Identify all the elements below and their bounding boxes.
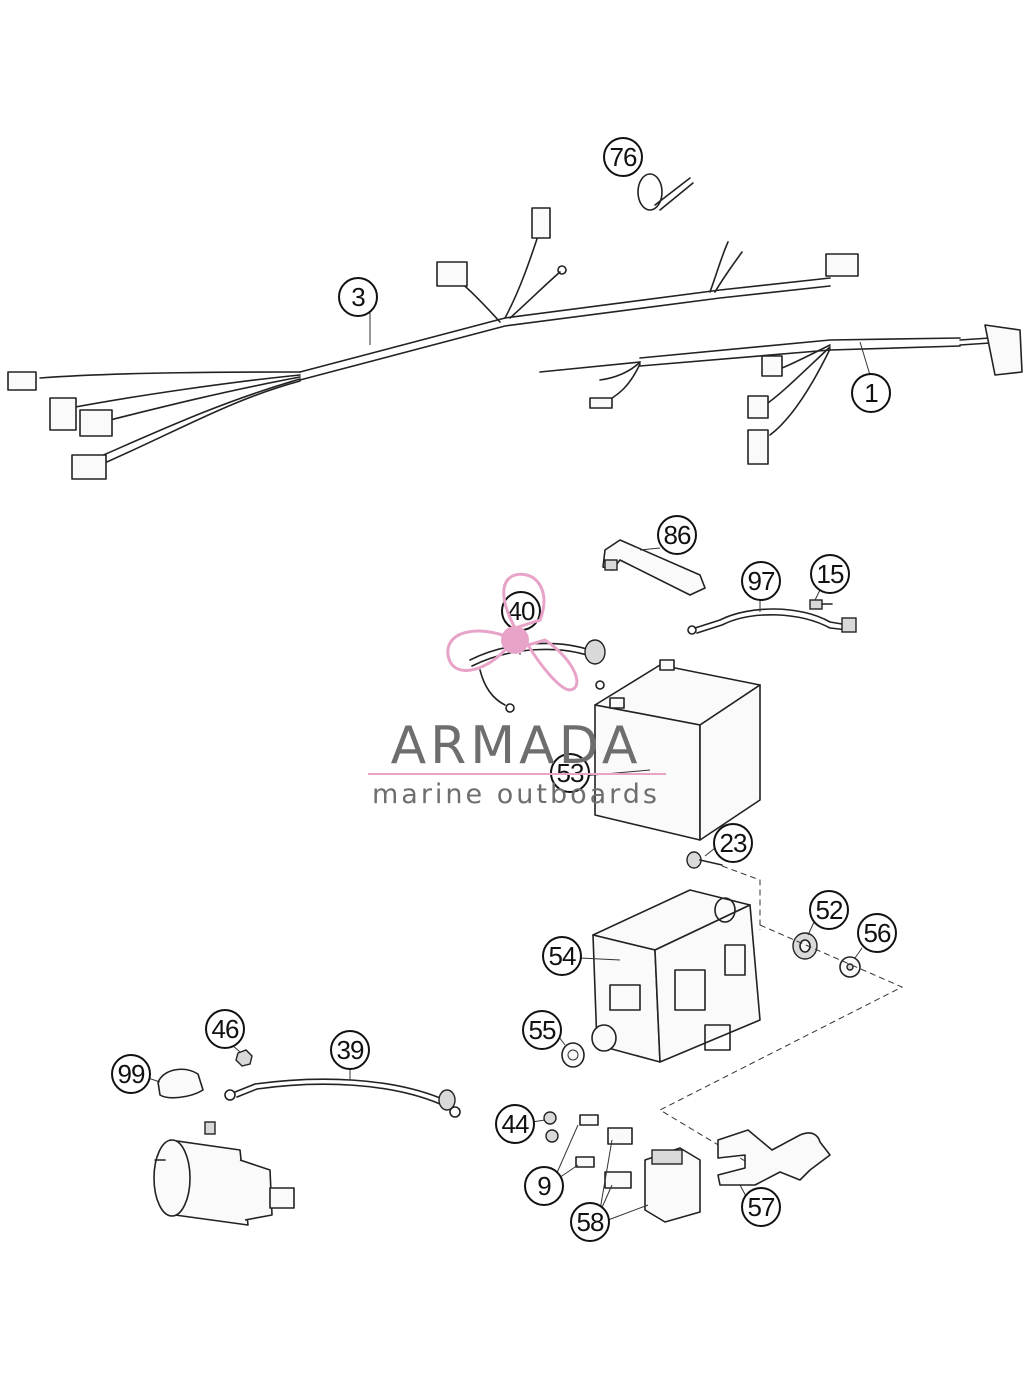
callout-52: 52 (809, 890, 849, 930)
callout-76: 76 (603, 137, 643, 177)
callout-99: 99 (111, 1054, 151, 1094)
callout-56: 56 (857, 913, 897, 953)
callout-44: 44 (495, 1104, 535, 1144)
hex-nut-part (235, 1049, 253, 1067)
fuse-part (575, 1114, 599, 1168)
cable-tie-part (637, 173, 694, 211)
battery-hold-down-bracket-part (602, 539, 706, 596)
rubber-cap-part (157, 1068, 204, 1099)
callout-label: 15 (817, 559, 844, 589)
starter-motor-part (153, 1121, 295, 1226)
callout-3: 3 (338, 277, 378, 317)
callout-label: 58 (577, 1207, 604, 1237)
battery-box-screw-part (686, 851, 761, 930)
callout-86: 86 (657, 515, 697, 555)
battery-part (594, 659, 761, 841)
callout-97: 97 (741, 561, 781, 601)
callout-label: 3 (351, 282, 365, 312)
secondary-wiring-harness-part (539, 324, 1023, 465)
callout-label: 44 (502, 1109, 529, 1139)
main-wiring-harness-part (7, 207, 859, 480)
positive-battery-cable-part (469, 639, 606, 713)
callout-label: 99 (118, 1059, 145, 1089)
spacer-bushing-part (561, 1042, 585, 1068)
callout-55: 55 (522, 1010, 562, 1050)
callout-label: 57 (748, 1192, 775, 1222)
callout-label: 1 (864, 378, 878, 408)
callout-46: 46 (205, 1009, 245, 1049)
brand-tagline: marine outboards (372, 779, 660, 810)
starter-relay-part (604, 1127, 701, 1223)
callout-23: 23 (713, 823, 753, 863)
brand-name: ARMADA (391, 716, 642, 776)
battery-ground-cable-part (687, 608, 857, 635)
callout-label: 46 (212, 1014, 239, 1044)
relay-mounting-bracket-part (717, 1129, 831, 1186)
callout-1: 1 (851, 373, 891, 413)
callout-label: 52 (816, 895, 843, 925)
callout-label: 23 (720, 828, 747, 858)
callout-label: 55 (529, 1015, 556, 1045)
callout-label: 76 (610, 142, 637, 172)
starter-cable-part (224, 1078, 461, 1118)
propeller-logo-icon (446, 572, 579, 692)
callout-label: 56 (864, 918, 891, 948)
callout-9: 9 (524, 1166, 564, 1206)
callout-label: 39 (337, 1035, 364, 1065)
callout-58: 58 (570, 1202, 610, 1242)
callout-label: 86 (664, 520, 691, 550)
callout-label: 97 (748, 566, 775, 596)
callout-15: 15 (810, 554, 850, 594)
callout-39: 39 (330, 1030, 370, 1070)
rubber-grommet-part (792, 932, 818, 960)
callout-57: 57 (741, 1187, 781, 1227)
armada-watermark: ARMADA marine outboards (368, 572, 666, 810)
small-screws-part (543, 1111, 559, 1143)
callout-label: 9 (537, 1171, 551, 1201)
terminal-bolt-part (809, 599, 833, 610)
callout-label: 54 (549, 941, 576, 971)
callout-54: 54 (542, 936, 582, 976)
battery-box-part (591, 889, 761, 1063)
